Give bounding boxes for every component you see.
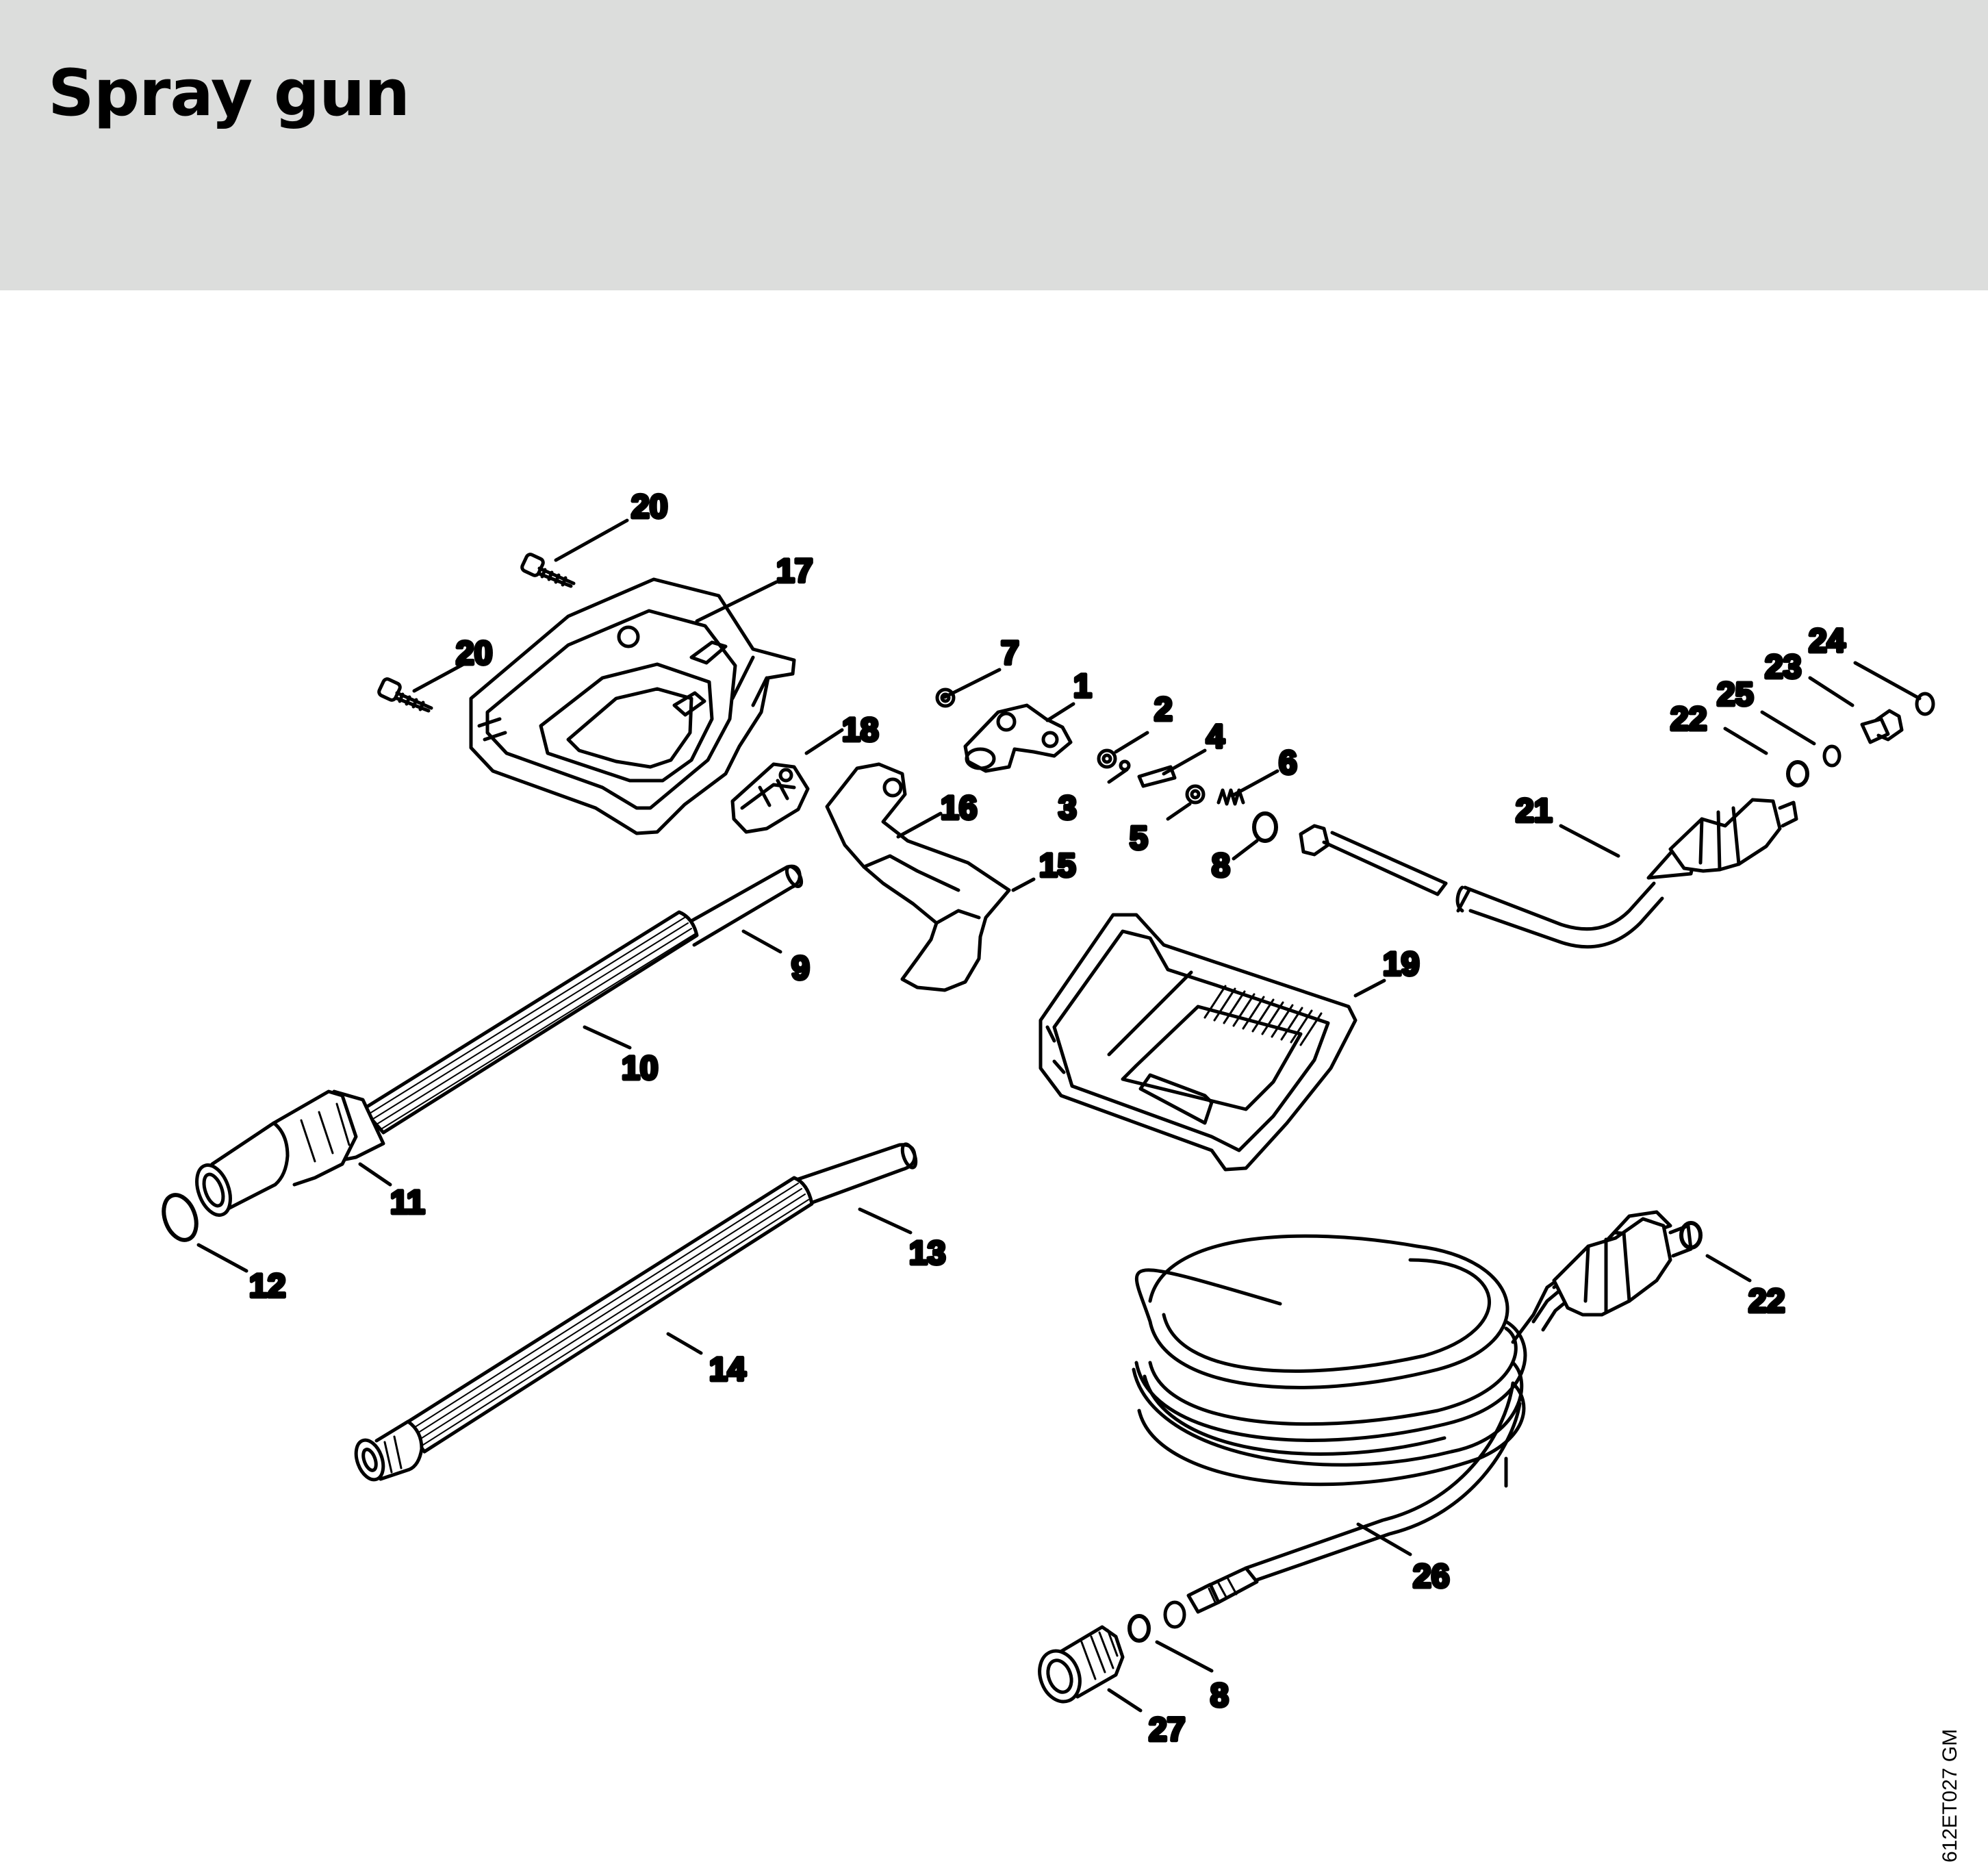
housing-half — [469, 577, 796, 835]
callout-6: 6 — [1279, 745, 1297, 781]
callout-21: 21 — [1516, 793, 1552, 829]
gun-handle — [1038, 913, 1358, 1172]
hose — [1132, 1210, 1693, 1629]
callout-18: 18 — [842, 712, 878, 748]
o-ring-8-lower — [1127, 1614, 1151, 1643]
trigger — [825, 762, 1011, 992]
callout-labels: 1 2 3 4 5 6 7 8 8 9 10 11 12 13 14 15 16… — [248, 488, 1848, 1750]
callout-2: 2 — [1154, 692, 1173, 728]
callout-9: 9 — [791, 950, 810, 987]
valve-small-parts — [1097, 748, 1278, 843]
right-small-parts — [1786, 692, 1935, 787]
callout-25: 25 — [1717, 677, 1753, 713]
spray-lance-lower — [354, 1142, 918, 1482]
callout-20-top: 20 — [631, 489, 667, 525]
header-band: Spray gun — [0, 0, 1988, 290]
trigger-lock — [730, 762, 810, 834]
o-ring-22-hose — [1679, 1221, 1703, 1250]
callout-16: 16 — [941, 790, 977, 826]
spray-lance-upper — [195, 864, 804, 1217]
callout-4: 4 — [1206, 719, 1225, 755]
callout-11: 11 — [390, 1185, 425, 1221]
callout-24: 24 — [1809, 623, 1846, 659]
screw-top — [520, 553, 576, 588]
callout-26: 26 — [1413, 1558, 1449, 1595]
callout-8-upper: 8 — [1212, 848, 1230, 884]
callout-15: 15 — [1039, 848, 1075, 884]
callout-17: 17 — [776, 553, 813, 590]
callout-22-hose: 22 — [1748, 1283, 1785, 1320]
callout-13: 13 — [909, 1235, 945, 1272]
callout-23: 23 — [1765, 649, 1801, 685]
callout-20-left: 20 — [456, 635, 492, 672]
valve-body — [963, 703, 1073, 773]
page-title: Spray gun — [48, 56, 410, 131]
callout-8-lower: 8 — [1210, 1678, 1229, 1714]
leader-lines — [196, 518, 1922, 1713]
callout-5: 5 — [1130, 820, 1148, 857]
callout-27: 27 — [1149, 1712, 1185, 1748]
o-ring-12 — [162, 1193, 199, 1242]
connecting-tube — [1299, 798, 1798, 949]
callout-12: 12 — [249, 1268, 285, 1304]
callout-19: 19 — [1383, 946, 1419, 983]
callout-14: 14 — [709, 1352, 746, 1388]
coupling-nut — [1038, 1625, 1125, 1704]
ball-7 — [935, 687, 956, 708]
callout-3: 3 — [1058, 790, 1077, 826]
callout-10: 10 — [622, 1050, 658, 1087]
callout-22-upper: 22 — [1670, 701, 1707, 737]
callout-1: 1 — [1073, 668, 1092, 705]
callout-7: 7 — [1001, 635, 1019, 672]
diagram-code: 612ET027 GM — [1939, 1728, 1961, 1863]
screw-left — [377, 677, 433, 713]
